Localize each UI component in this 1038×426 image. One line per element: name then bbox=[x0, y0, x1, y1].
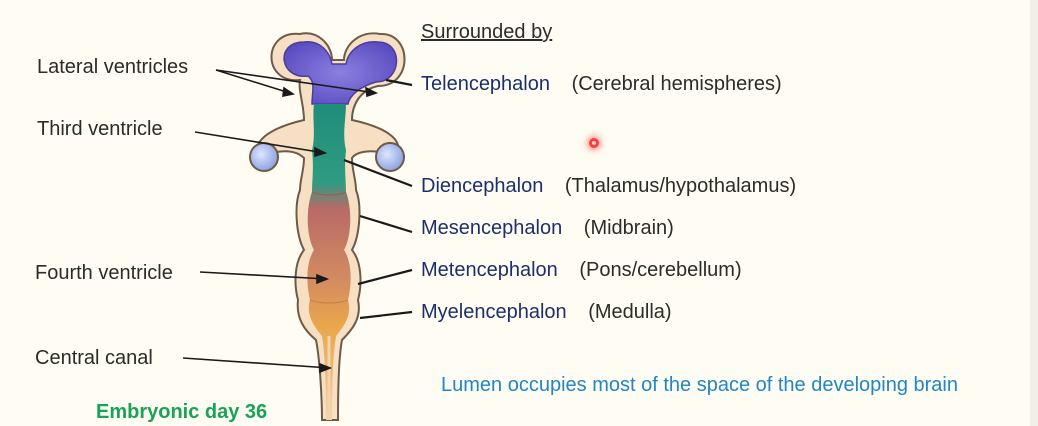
central-canal-label: Central canal bbox=[35, 347, 153, 369]
lateral-ventricles-label: Lateral ventricles bbox=[37, 56, 189, 78]
diencephalon-row: Diencephalon (Thalamus/hypothalamus) bbox=[421, 175, 796, 198]
right-leader-lines bbox=[343, 78, 413, 320]
region-name: Telencephalon bbox=[421, 73, 550, 95]
region-desc: (Medulla) bbox=[588, 301, 672, 323]
lumen bbox=[307, 104, 351, 420]
third-ventricle-label: Third ventricle bbox=[37, 118, 163, 140]
left-pointer-lines bbox=[182, 69, 379, 374]
telencephalon-row: Telencephalon (Cerebral hemispheres) bbox=[421, 73, 782, 96]
region-desc: (Thalamus/hypothalamus) bbox=[564, 175, 797, 197]
fourth-ventricle-label: Fourth ventricle bbox=[35, 262, 173, 284]
region-desc: (Midbrain) bbox=[583, 217, 674, 239]
myelencephalon-row: Myelencephalon (Medulla) bbox=[421, 301, 672, 324]
telencephalon-region bbox=[283, 41, 398, 105]
region-name: Myelencephalon bbox=[421, 301, 567, 323]
lumen-note: Lumen occupies most of the space of the … bbox=[441, 374, 958, 396]
surrounded-by-heading: Surrounded by bbox=[421, 21, 553, 43]
embryonic-day-caption: Embryonic day 36 bbox=[96, 401, 268, 423]
region-name: Mesencephalon bbox=[421, 217, 563, 239]
region-desc: (Pons/cerebellum) bbox=[579, 259, 742, 281]
scrollbar-track[interactable] bbox=[1030, 0, 1038, 426]
metencephalon-row: Metencephalon (Pons/cerebellum) bbox=[421, 259, 742, 282]
region-name: Diencephalon bbox=[421, 175, 544, 197]
region-name: Metencephalon bbox=[421, 259, 558, 281]
mesencephalon-row: Mesencephalon (Midbrain) bbox=[421, 217, 674, 240]
region-desc: (Cerebral hemispheres) bbox=[571, 73, 782, 95]
laser-pointer-dot bbox=[589, 138, 599, 148]
